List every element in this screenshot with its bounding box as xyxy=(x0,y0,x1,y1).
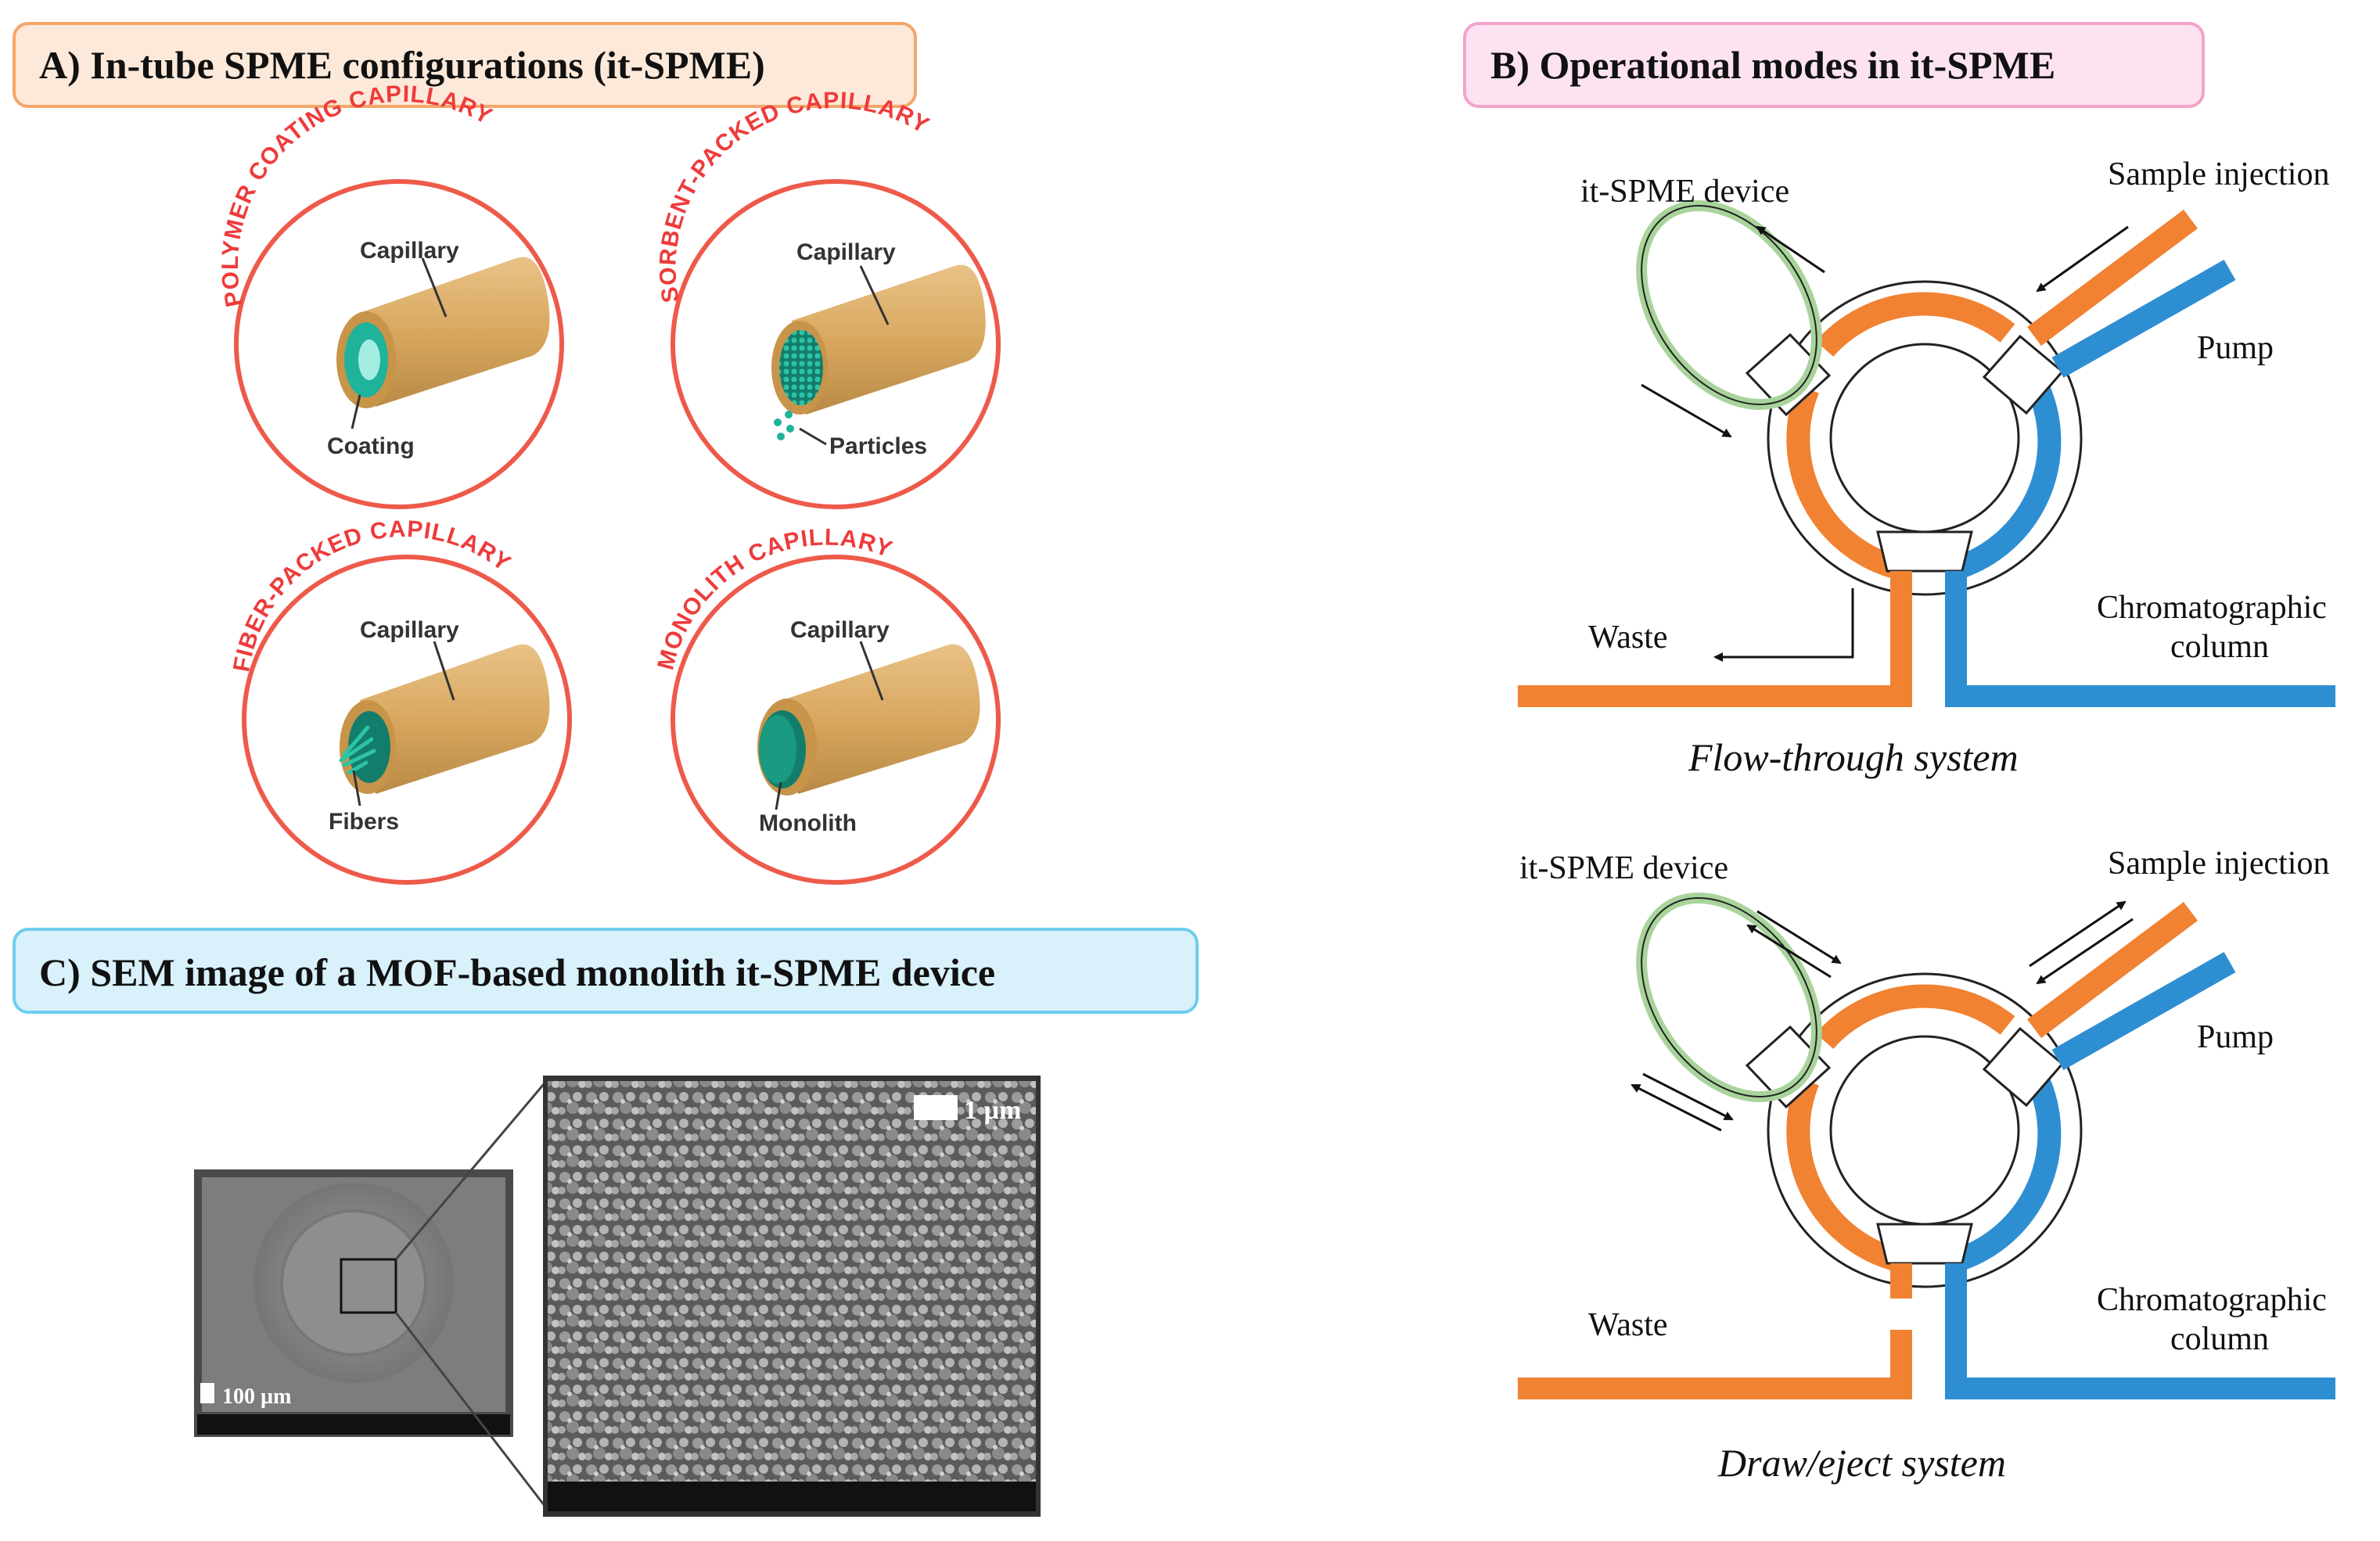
pump-label: Pump xyxy=(2197,1019,2274,1055)
panel-b-title: B) Operational modes in it-SPME xyxy=(1490,43,2055,87)
panel-a-header-box xyxy=(13,22,917,108)
sem-zoom-image: 1 µm xyxy=(543,1076,1041,1517)
fiber-packed-capillary-icon xyxy=(339,644,550,794)
device-label: it-SPME device xyxy=(1519,850,1728,886)
column-label: Chromatographic xyxy=(2097,1282,2327,1318)
sorbent-packed-capillary-icon xyxy=(771,264,986,440)
sem-overview-image: 100 µm xyxy=(194,1169,513,1437)
config-bottom-label: Particles xyxy=(829,433,927,459)
config-top-label: Capillary xyxy=(796,239,896,265)
sample-injection-label: Sample injection xyxy=(2108,846,2329,882)
panel-a: A) In-tube SPME configurations (it-SPME)… xyxy=(13,22,1001,885)
panel-c-header-box xyxy=(13,928,1199,1014)
system-caption: Draw/eject system xyxy=(1717,1441,2006,1485)
config-top-label: Capillary xyxy=(790,617,890,643)
polymer-coated-capillary-icon xyxy=(336,257,550,408)
sem-scale-large: 1 µm xyxy=(964,1096,1021,1125)
sem-scale-small: 100 µm xyxy=(222,1385,291,1409)
monolith-capillary-icon xyxy=(757,644,980,796)
valve xyxy=(1745,280,2083,596)
panel-a-title: A) In-tube SPME configurations (it-SPME) xyxy=(39,43,765,87)
waste-label: Waste xyxy=(1588,1307,1668,1343)
config-bottom-label: Coating xyxy=(327,433,415,459)
config-bottom-label: Fibers xyxy=(329,809,399,835)
column-label-2: column xyxy=(2170,1321,2269,1357)
pump-label: Pump xyxy=(2197,330,2274,366)
config-bottom-label: Monolith xyxy=(759,810,857,836)
panel-b: B) Operational modes in it-SPME xyxy=(1463,22,2205,108)
config-monolith: MONOLITH CAPILLARY Capillary Monolith xyxy=(653,524,1001,885)
panel-c-title: C) SEM image of a MOF-based monolith it-… xyxy=(39,950,995,994)
column-label-2: column xyxy=(2170,629,2269,665)
config-polymer-coating: POLYMER COATING CAPILLARY Capillary Coat… xyxy=(218,81,564,509)
draw-eject-system: it-SPME device Sample injection Pump Was… xyxy=(1518,846,2335,1485)
system-caption: Flow-through system xyxy=(1688,735,2019,779)
panel-b-header-box xyxy=(1463,22,2205,108)
config-top-label: Capillary xyxy=(360,238,459,264)
config-fiber-packed: FIBER-PACKED CAPILLARY Capillary Fibers xyxy=(228,516,572,885)
waste-label: Waste xyxy=(1588,620,1668,656)
device-label: it-SPME device xyxy=(1580,174,1789,210)
valve xyxy=(1745,972,2083,1288)
panel-c: C) SEM image of a MOF-based monolith it-… xyxy=(13,928,1199,1517)
config-sorbent-packed: SORBENT-PACKED CAPILLARY Capillary Parti… xyxy=(655,88,1001,509)
column-label: Chromatographic xyxy=(2097,590,2327,626)
flow-through-system: it-SPME device Sample injection Pump Was… xyxy=(1518,156,2335,779)
sample-injection-label: Sample injection xyxy=(2108,156,2329,192)
config-top-label: Capillary xyxy=(360,617,459,643)
